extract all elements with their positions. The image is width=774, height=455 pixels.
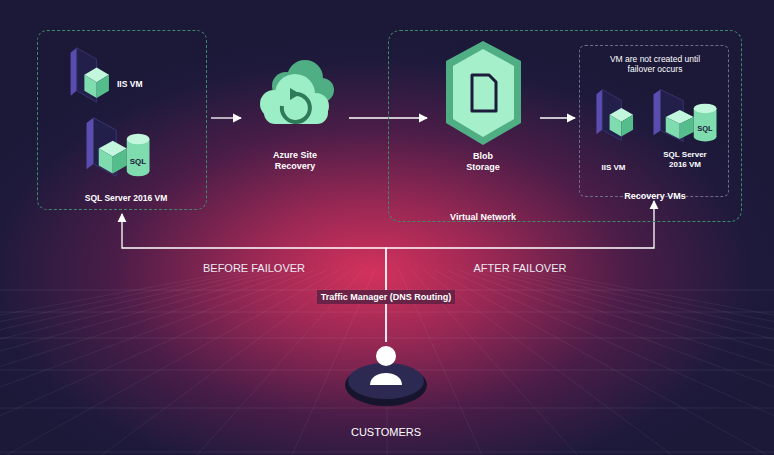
sql-icon: [650, 88, 720, 143]
text-holder: Azure Site Recovery: [260, 150, 330, 173]
resource-node: Blob Storage: [431, 41, 536, 181]
node-label: SQL: [130, 157, 146, 167]
blob-icon: [441, 41, 526, 146]
text-holder: SQL Server 2016 VM: [71, 187, 181, 205]
text-holder: CUSTOMERS: [336, 422, 436, 440]
resource-node: IIS VM: [586, 88, 641, 174]
vm-graphic: [592, 88, 636, 142]
node-label: Azure Site Recovery: [265, 150, 325, 172]
node-label: VM are not created until failover occurs: [600, 54, 710, 74]
label-holder: AFTER FAILOVER: [474, 258, 567, 276]
person-icon: [344, 345, 428, 407]
edge-label: AFTER FAILOVER: [474, 262, 567, 274]
sql-icon: [83, 116, 153, 178]
group-box: VM are not created until failover occurs…: [579, 45, 729, 197]
node-label: IIS VM: [117, 79, 143, 89]
resource-node: SQL SQL Server 2016 VM: [645, 88, 725, 178]
person-graphic: [344, 345, 428, 407]
connector-arrow: [386, 201, 654, 342]
connector-arrow: [540, 117, 575, 118]
vm-icon: [592, 88, 636, 142]
group-box: Virtual Network Blob Storage VM are not cr…: [388, 30, 742, 222]
text-holder: SQL: [685, 117, 725, 135]
resource-node: SQL SQL Server 2016 VM: [71, 113, 181, 205]
cloud-icon: [250, 50, 340, 140]
node-label: Virtual Network: [450, 212, 516, 223]
sql-graphic: [650, 88, 720, 143]
vm-icon: [66, 46, 112, 104]
node-label: SQL Server 2016 VM: [85, 193, 168, 203]
text-holder: IIS VM: [586, 156, 641, 174]
resource-node: IIS VM: [61, 43, 171, 108]
cloud-graphic: [250, 50, 340, 140]
node-label: Recovery VMs: [624, 191, 686, 202]
text-holder: Virtual Network: [423, 206, 543, 224]
text-holder: VM are not created until failover occurs: [590, 54, 720, 76]
resource-node: CUSTOMERS: [336, 345, 436, 437]
sql-graphic: [83, 116, 153, 178]
text-holder: Blob Storage: [453, 151, 513, 174]
service-label: Traffic Manager (DNS Routing): [317, 290, 456, 304]
group-box: IIS VM SQL SQL Server 2016 VM: [37, 30, 207, 210]
blob-graphic: [441, 41, 526, 146]
text-holder: SQL: [118, 150, 158, 168]
label-holder: Traffic Manager (DNS Routing): [317, 286, 456, 304]
edge-label: BEFORE FAILOVER: [203, 262, 305, 274]
node-label: SQL: [697, 124, 712, 133]
vm-graphic: [66, 46, 112, 104]
label-holder: BEFORE FAILOVER: [203, 258, 305, 276]
text-holder: SQL Server 2016 VM: [653, 150, 717, 171]
text-holder: Recovery VMs: [580, 185, 730, 203]
resource-node: Azure Site Recovery: [245, 50, 345, 175]
text-holder: IIS VM: [117, 73, 169, 91]
node-label: IIS VM: [601, 163, 625, 173]
node-label: Blob Storage: [459, 151, 507, 173]
node-label: SQL Server 2016 VM: [656, 150, 714, 169]
connector-arrow: [122, 214, 386, 342]
node-label: CUSTOMERS: [351, 426, 421, 439]
connector-arrow: [211, 117, 241, 118]
